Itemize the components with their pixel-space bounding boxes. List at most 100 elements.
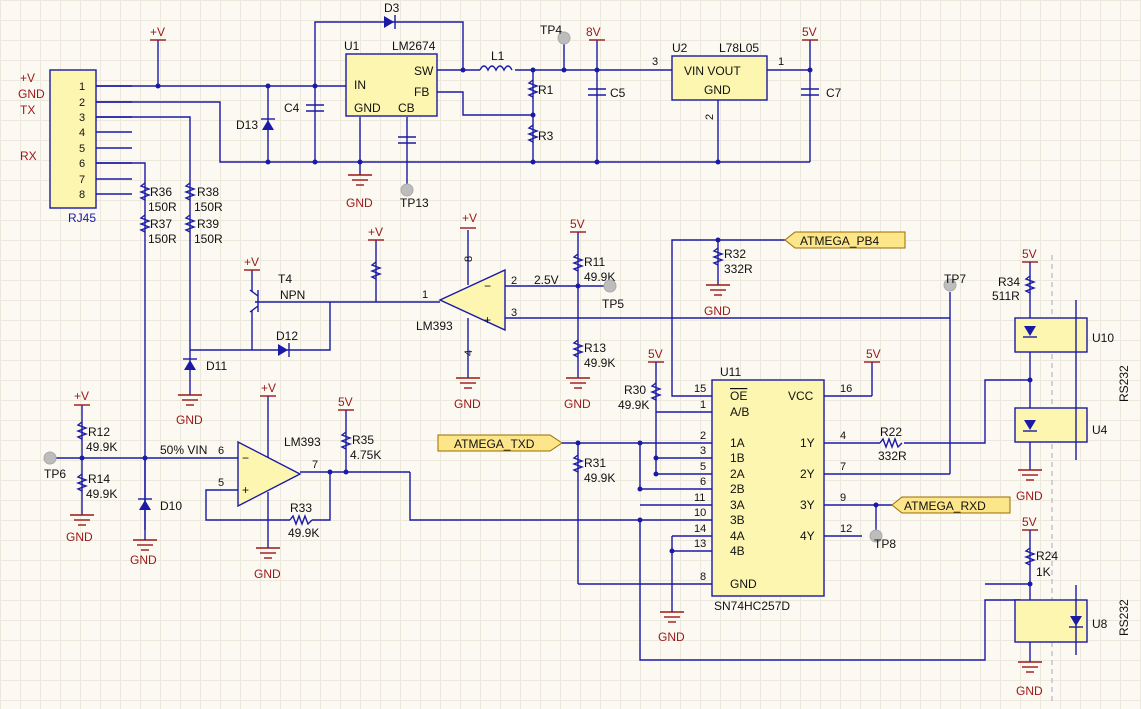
label-t4-type: NPN: [280, 288, 305, 302]
power-label-plusv-top: +V: [150, 25, 165, 39]
comp-b-minus: −: [242, 451, 249, 465]
resistor-r13: [572, 339, 584, 358]
u11-left-pin-numbers: 15 1 2 3 5 6 11 10 14 13 8: [694, 383, 706, 583]
resistor-r12: [76, 421, 88, 440]
value-r32: 332R: [724, 262, 753, 276]
resistor-r33: [289, 514, 313, 526]
comp-b-part: LM393: [284, 435, 321, 449]
gnd-compb: [256, 547, 280, 559]
u11-pin16: 16: [840, 383, 852, 395]
label-r14: R14: [88, 472, 110, 486]
rj45-label-gnd: GND: [18, 87, 45, 101]
value-r24: 1K: [1036, 565, 1051, 579]
resistor-r31: [572, 454, 584, 473]
power-label-5v-r35: 5V: [338, 395, 353, 409]
power-label-5v-u11: 5V: [866, 347, 881, 361]
label-tp4: TP4: [540, 23, 562, 37]
comparator-a-body: [438, 268, 506, 332]
label-r24: R24: [1036, 549, 1058, 563]
u11-pin15: 15: [694, 383, 706, 395]
label-r36: R36: [150, 185, 172, 199]
u11-pin13: 13: [694, 538, 706, 550]
gnd-d11: [178, 394, 202, 406]
u11-pin6: 6: [700, 476, 706, 488]
value-r12: 49.9K: [86, 440, 117, 454]
label-txd: ATMEGA_TXD: [454, 437, 535, 451]
rj45-label-rx: RX: [20, 149, 37, 163]
gnd-u11: [660, 611, 684, 623]
testpoint-tp6: [43, 451, 57, 465]
u2-gnd: GND: [704, 83, 731, 97]
gnd-label-r32: GND: [704, 304, 731, 318]
value-r34: 511R: [992, 289, 1020, 303]
value-r36: 150R: [148, 200, 177, 214]
label-t4: T4: [278, 272, 292, 286]
u11-part: SN74HC257D: [714, 599, 790, 613]
u4-led: [1023, 420, 1037, 432]
compb-wires: [50, 405, 1020, 661]
u11-out-2y: 2Y: [800, 467, 815, 481]
label-c5: C5: [610, 86, 626, 100]
label-r34: R34: [998, 275, 1020, 289]
gnd-u4: [1018, 469, 1042, 481]
gnd-r14: [70, 514, 94, 526]
value-r33: 49.9K: [288, 526, 319, 540]
port-atmega-txd: [437, 434, 563, 452]
diode-d3: [384, 15, 396, 29]
u11-body: [711, 379, 825, 597]
power-label-plusv-compa: +V: [462, 211, 477, 225]
comp-b-pin7: 7: [312, 459, 318, 471]
u1-body: [345, 53, 438, 117]
rj45-pin-4: 4: [79, 127, 85, 139]
rj45-label-tx: TX: [20, 103, 35, 117]
u11-pin7: 7: [840, 461, 846, 473]
label-pb4: ATMEGA_PB4: [800, 234, 879, 248]
label-r3: R3: [538, 129, 554, 143]
resistor-r3: [527, 124, 539, 143]
u2-ref: U2: [672, 41, 688, 55]
u11-pin5: 5: [700, 461, 706, 473]
gnd-label-u11: GND: [658, 630, 685, 644]
label-d12: D12: [276, 329, 298, 343]
comp-a-pin2: 2: [511, 275, 517, 287]
comp-b-pin5: 5: [218, 477, 224, 489]
gnd-u1: [348, 174, 372, 186]
rj45-pin-7: 7: [79, 174, 85, 186]
gnd-label-d10: GND: [130, 553, 157, 567]
u11-pin12: 12: [840, 523, 852, 535]
u11-in-3a: 3A: [730, 498, 745, 512]
label-rs232-b: RS232: [1117, 599, 1131, 636]
diode-d12: [278, 343, 290, 357]
rj45-pin-2: 2: [79, 97, 85, 109]
label-d10: D10: [160, 499, 182, 513]
power-label-8v: 8V: [586, 25, 601, 39]
u11-in-3b: 3B: [730, 513, 745, 527]
u2-vin-vout: VIN VOUT: [684, 64, 741, 78]
u1-ref: U1: [344, 39, 360, 53]
diode-d11: [183, 358, 197, 370]
u11-pin4: 4: [840, 430, 846, 442]
label-u10: U10: [1092, 331, 1114, 345]
gnd-compa: [456, 377, 480, 389]
comp-a-pin1: 1: [422, 289, 428, 301]
u11-ref: U11: [720, 365, 741, 379]
value-r22: 332R: [878, 449, 907, 463]
testpoint-tp4: [557, 31, 571, 45]
u2-body: [671, 55, 768, 101]
label-50-vin: 50% VIN: [160, 443, 207, 457]
label-r37: R37: [150, 217, 172, 231]
port-atmega-pb4: [784, 231, 906, 249]
value-r35: 4.75K: [350, 448, 381, 462]
label-r38: R38: [197, 185, 219, 199]
u2-part: L78L05: [719, 41, 759, 55]
power-label-plusv-r12: +V: [74, 389, 89, 403]
power-label-5v-r30: 5V: [648, 347, 663, 361]
value-r13: 49.9K: [584, 356, 615, 370]
gnd-label-r14: GND: [66, 530, 93, 544]
label-c7: C7: [826, 86, 842, 100]
rj45-pin-1: 1: [79, 81, 85, 93]
resistor-pullup: [370, 261, 382, 280]
label-2v5: 2.5V: [534, 273, 559, 287]
capacitor-c7: [801, 88, 819, 96]
